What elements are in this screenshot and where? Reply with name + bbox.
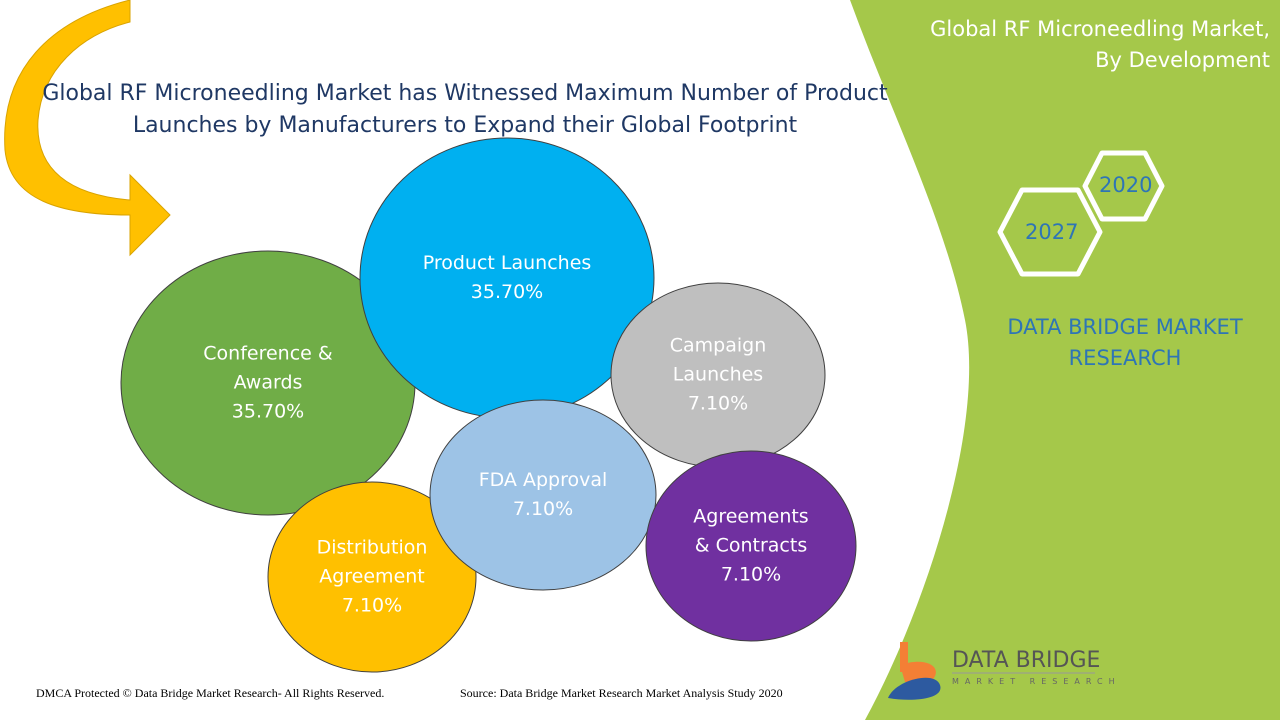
year-2020: 2020 bbox=[1099, 173, 1153, 197]
copyright-text: DMCA Protected © Data Bridge Market Rese… bbox=[36, 686, 385, 700]
side-title: Global RF Microneedling Market, By Devel… bbox=[930, 14, 1270, 76]
curved-arrow-icon bbox=[4, 0, 171, 257]
bubble-label: FDA Approval 7.10% bbox=[478, 469, 608, 520]
logo-icon bbox=[888, 642, 941, 700]
bubble-agreements-contracts bbox=[645, 450, 857, 642]
bubble-label: Conference & Awards 35.70% bbox=[203, 342, 333, 423]
logo-text: DATA BRIDGE bbox=[952, 648, 1101, 673]
bubble-label: Product Launches 35.70% bbox=[422, 252, 592, 303]
hexagon-2027 bbox=[997, 187, 1103, 277]
brand-text: DATA BRIDGE MARKET RESEARCH bbox=[1007, 315, 1243, 370]
bubble-distribution-agreement bbox=[267, 481, 477, 673]
side-title-line2: By Development bbox=[1095, 48, 1270, 72]
bubble-label: Distribution Agreement 7.10% bbox=[316, 536, 428, 617]
source-text: Source: Data Bridge Market Research Mark… bbox=[460, 686, 783, 700]
bubble-label: Agreements & Contracts 7.10% bbox=[693, 505, 809, 586]
side-title-line1: Global RF Microneedling Market, bbox=[930, 17, 1270, 41]
year-2027: 2027 bbox=[1025, 220, 1079, 244]
logo-subtext: MARKET RESEARCH bbox=[952, 677, 1121, 686]
page-title: Global RF Microneedling Market has Witne… bbox=[42, 81, 888, 138]
bubble-fda-approval bbox=[429, 399, 657, 591]
green-panel bbox=[850, 0, 1280, 720]
hexagon-2020 bbox=[1082, 150, 1165, 222]
bubble-label: Campaign Launches 7.10% bbox=[669, 334, 767, 415]
